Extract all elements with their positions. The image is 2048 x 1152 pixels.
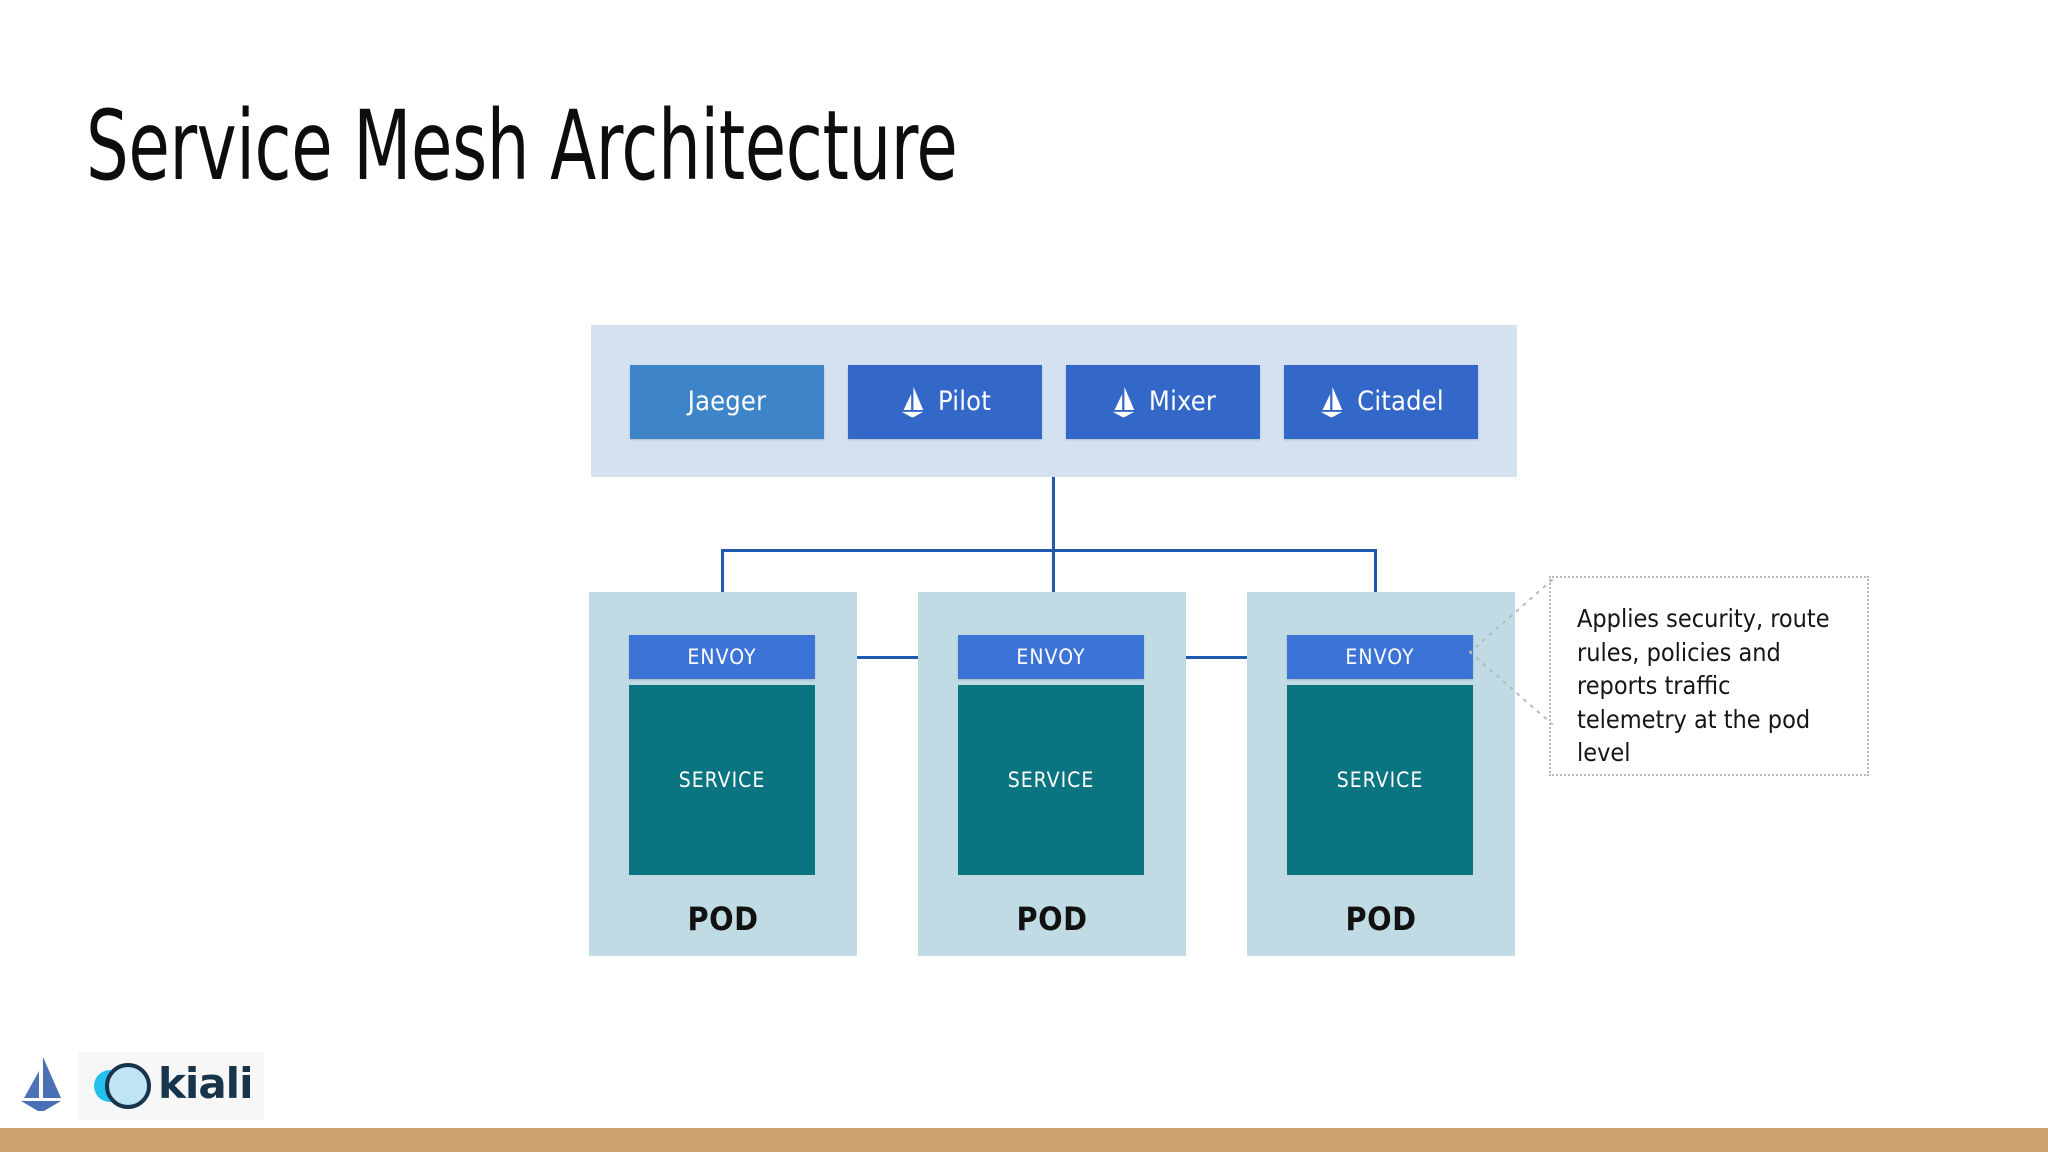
- pod-label-1: POD: [687, 900, 759, 938]
- connector-trunk-vertical: [1052, 477, 1055, 552]
- kiali-wordmark: kiali: [158, 1059, 253, 1108]
- envoy-label-3: ENVOY: [1345, 645, 1415, 669]
- callout-text: Applies security, route rules, policies …: [1577, 604, 1830, 767]
- callout-box: Applies security, route rules, policies …: [1549, 576, 1869, 776]
- envoy-label-2: ENVOY: [1016, 645, 1086, 669]
- control-plane-label-pilot: Pilot: [938, 385, 991, 417]
- control-plane-label-jaeger: Jaeger: [687, 385, 767, 417]
- istio-sail-logo: [21, 1057, 61, 1111]
- service-label-1: SERVICE: [678, 768, 766, 792]
- control-plane-label-mixer: Mixer: [1148, 385, 1217, 417]
- service-box-3[interactable]: SERVICE: [1287, 685, 1473, 875]
- envoy-proxy-1[interactable]: ENVOY: [629, 635, 815, 679]
- istio-sail-icon: [1112, 386, 1135, 418]
- kiali-logo: kiali: [78, 1052, 264, 1120]
- envoy-proxy-3[interactable]: ENVOY: [1287, 635, 1473, 679]
- control-plane-components: Jaeger Pilot Mixer: [630, 365, 1478, 439]
- connector-bus-horizontal: [721, 549, 1376, 552]
- control-plane-box-citadel[interactable]: Citadel: [1284, 365, 1478, 439]
- control-plane-label-citadel: Citadel: [1357, 385, 1444, 417]
- istio-sail-icon: [1320, 386, 1343, 418]
- connector-envoy-1-to-2: [815, 656, 958, 659]
- envoy-proxy-2[interactable]: ENVOY: [958, 635, 1144, 679]
- pod-label-3: POD: [1345, 900, 1417, 938]
- kiali-circles-icon: [94, 1063, 151, 1109]
- page-title: Service Mesh Architecture: [86, 90, 958, 202]
- service-label-3: SERVICE: [1336, 768, 1424, 792]
- control-plane-box-jaeger[interactable]: Jaeger: [630, 365, 824, 439]
- service-box-1[interactable]: SERVICE: [629, 685, 815, 875]
- control-plane-box-mixer[interactable]: Mixer: [1066, 365, 1260, 439]
- envoy-label-1: ENVOY: [687, 645, 757, 669]
- service-box-2[interactable]: SERVICE: [958, 685, 1144, 875]
- callout-leader-line: [1469, 579, 1553, 725]
- control-plane-box-pilot[interactable]: Pilot: [848, 365, 1042, 439]
- footer-accent-bar: [0, 1128, 2048, 1152]
- pod-label-2: POD: [1016, 900, 1088, 938]
- service-label-2: SERVICE: [1007, 768, 1095, 792]
- connector-envoy-2-to-3: [1144, 656, 1287, 659]
- istio-sail-icon: [901, 386, 924, 418]
